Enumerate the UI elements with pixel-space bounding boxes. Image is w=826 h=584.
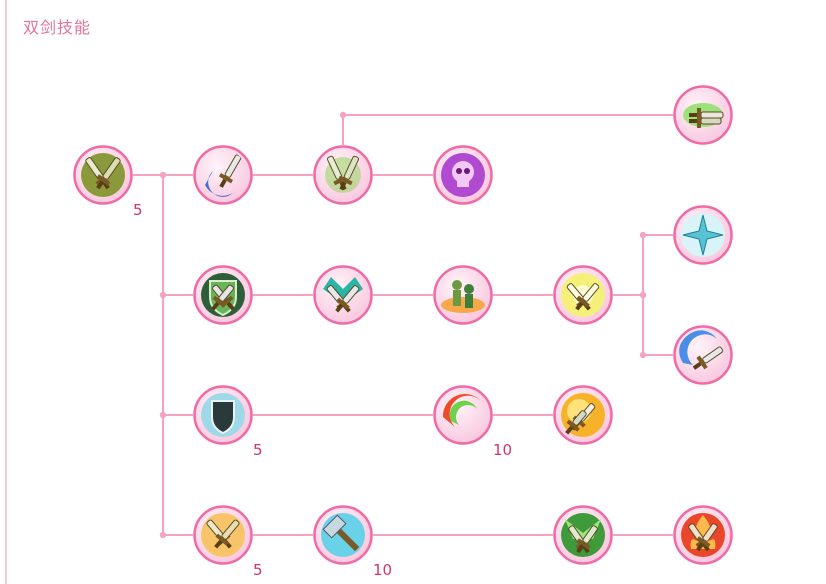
skill-node-star-pierce[interactable]: [673, 205, 733, 265]
skill-node-hammer-strike[interactable]: [313, 505, 373, 565]
skill-node-teal-swords[interactable]: [313, 265, 373, 325]
skill-node-fire-swords[interactable]: [673, 505, 733, 565]
skill-node-wave-cut[interactable]: [673, 325, 733, 385]
node-ring: [433, 385, 493, 445]
skill-node-blue-slash[interactable]: [193, 145, 253, 205]
skill-node-dark-guard[interactable]: [193, 385, 253, 445]
panel-left-border: [5, 0, 7, 584]
junction-dot: [339, 111, 347, 119]
junction-dot: [159, 531, 167, 539]
green-fury-icon: [561, 513, 605, 557]
skill-level-label: 10: [493, 441, 512, 459]
skill-node-burst-swords[interactable]: [193, 505, 253, 565]
hammer-icon: [321, 513, 365, 557]
glowing-swords-icon: [561, 273, 605, 317]
skill-level-label: 5: [253, 441, 263, 459]
dark-shield-icon: [201, 393, 245, 437]
party-aura-icon: [441, 280, 485, 313]
panel-title: 双剑技能: [23, 18, 92, 37]
skill-node-golden-blade[interactable]: [553, 385, 613, 445]
junction-dot: [159, 291, 167, 299]
skill-node-dual-sword-mastery[interactable]: [73, 145, 133, 205]
skill-node-dash-strike[interactable]: [673, 85, 733, 145]
connector-lines: [133, 111, 673, 539]
swords-green-icon: [325, 155, 361, 193]
star-blade-icon: [681, 213, 725, 257]
skill-node-crescent-slash[interactable]: [433, 385, 493, 445]
junction-dot: [639, 351, 647, 359]
skill-node-party-aura[interactable]: [433, 265, 493, 325]
skull-icon: [441, 153, 485, 197]
shield-icon: [201, 273, 245, 317]
fire-swords-icon: [681, 513, 725, 557]
golden-blade-icon: [561, 393, 605, 437]
skill-nodes: 5 5 10 5 10: [73, 85, 733, 579]
junction-dot: [159, 411, 167, 419]
junction-dot: [159, 171, 167, 179]
skill-node-green-fury[interactable]: [553, 505, 613, 565]
teal-swords-icon: [323, 277, 363, 313]
dash-blade-icon: [683, 103, 724, 128]
crescent-icon: [442, 394, 481, 427]
junction-dot: [639, 231, 647, 239]
skill-level-label: 10: [373, 561, 392, 579]
wave-blade-icon: [679, 330, 724, 370]
crossed-swords-icon: [81, 153, 125, 197]
skill-node-shield-guard[interactable]: [193, 265, 253, 325]
skill-level-label: 5: [253, 561, 263, 579]
skill-level-label: 5: [133, 201, 143, 219]
connector-line: [342, 114, 673, 145]
node-ring: [433, 265, 493, 325]
burst-swords-icon: [201, 513, 245, 557]
junction-dot: [639, 291, 647, 299]
skill-node-skull-curse[interactable]: [433, 145, 493, 205]
skill-node-green-swords[interactable]: [313, 145, 373, 205]
skill-node-light-swords[interactable]: [553, 265, 613, 325]
